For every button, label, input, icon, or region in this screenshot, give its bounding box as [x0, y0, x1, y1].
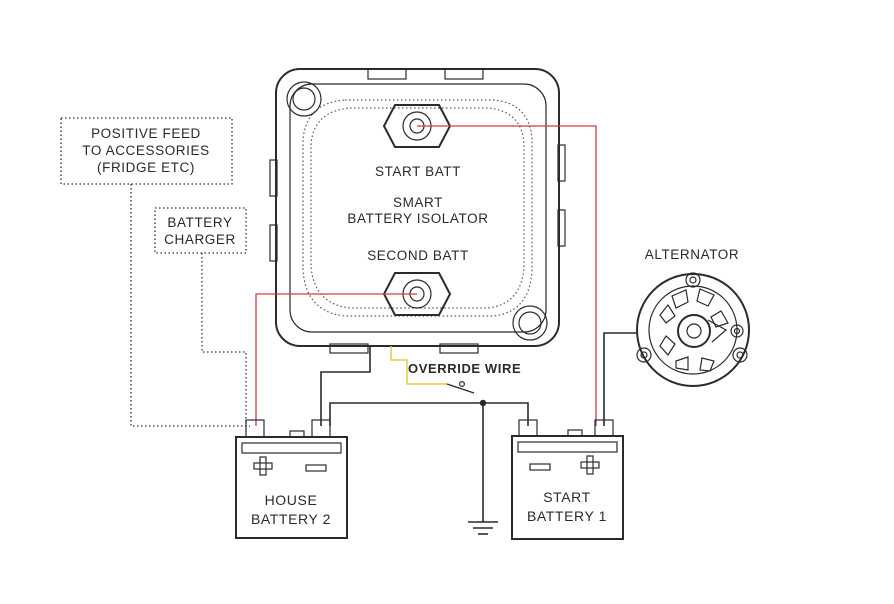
positive-feed-line1: POSITIVE FEED: [91, 126, 201, 141]
isolator-top-tab: [444, 68, 484, 80]
isolator-bottom-tab: [439, 343, 479, 354]
start-battery-cap: [567, 429, 583, 437]
isolator-inner-frame: [289, 83, 547, 333]
isolator-side-tab: [269, 159, 278, 197]
isolator-title-line1: SMART: [393, 195, 443, 210]
positive-feed-line3: (FRIDGE ETC): [97, 160, 195, 175]
positive-feed-box: POSITIVE FEED TO ACCESSORIES (FRIDGE ETC…: [60, 117, 233, 185]
start-battery-lid: [517, 441, 618, 453]
negative-link-wire: [329, 402, 529, 426]
battery-isolator: START BATT SMART BATTERY ISOLATOR SECOND…: [269, 68, 566, 354]
mounting-bolt-icon: [512, 305, 548, 341]
battery-charger-line2: CHARGER: [164, 232, 236, 247]
alternator-output-wire: [603, 332, 638, 426]
start-batt-label: START BATT: [375, 164, 461, 179]
override-switch-icon: [446, 381, 475, 394]
isolator-housing: [275, 68, 560, 347]
isolator-side-tab: [269, 224, 278, 262]
second-batt-label: SECOND BATT: [367, 248, 469, 263]
override-wire-label: OVERRIDE WIRE: [408, 361, 521, 376]
alternator-icon: [636, 272, 750, 387]
isolator-top-tab: [367, 68, 407, 80]
isolator-face-inner: [310, 107, 525, 309]
house-battery-cap: [289, 430, 305, 438]
house-battery-line2: BATTERY 2: [251, 511, 331, 527]
alternator-label: ALTERNATOR: [645, 247, 740, 262]
start-battery-line2: BATTERY 1: [527, 508, 607, 524]
charger-feed-wire: [201, 253, 247, 426]
house-battery-lid: [241, 442, 342, 454]
house-battery-positive-wire: [255, 293, 417, 426]
house-battery-negative-terminal: [311, 419, 331, 438]
plus-icon: [253, 456, 273, 476]
battery-charger-line1: BATTERY: [167, 215, 232, 230]
accessory-feed-wire: [130, 184, 250, 427]
start-battery-positive-wire: [417, 125, 597, 426]
plus-icon: [580, 455, 600, 475]
isolator-title-line2: BATTERY ISOLATOR: [347, 211, 488, 226]
ground-symbol-icon: [468, 521, 498, 535]
battery-charger-box-frame: [154, 207, 247, 254]
isolator-side-tab: [557, 144, 566, 182]
isolator-side-tab: [557, 209, 566, 247]
house-negative-wire: [320, 346, 371, 426]
ground-junction-dot: [479, 399, 487, 407]
start-battery-positive-terminal: [594, 419, 614, 437]
house-battery: HOUSE BATTERY 2: [235, 419, 348, 539]
house-battery-positive-terminal: [245, 419, 265, 438]
start-battery-line1: START: [543, 489, 591, 505]
isolator-bottom-tab: [329, 343, 369, 354]
house-battery-line1: HOUSE: [265, 492, 318, 508]
battery-charger-box: BATTERY CHARGER: [154, 207, 247, 254]
mounting-bolt-icon: [286, 81, 322, 117]
minus-icon: [529, 463, 551, 471]
start-battery: START BATTERY 1: [511, 419, 624, 540]
minus-icon: [305, 464, 327, 472]
start-battery-negative-terminal: [518, 419, 538, 437]
isolator-face: [302, 99, 533, 317]
override-wire: [390, 346, 447, 385]
positive-feed-line2: TO ACCESSORIES: [82, 143, 209, 158]
positive-feed-box-frame: [60, 117, 233, 185]
